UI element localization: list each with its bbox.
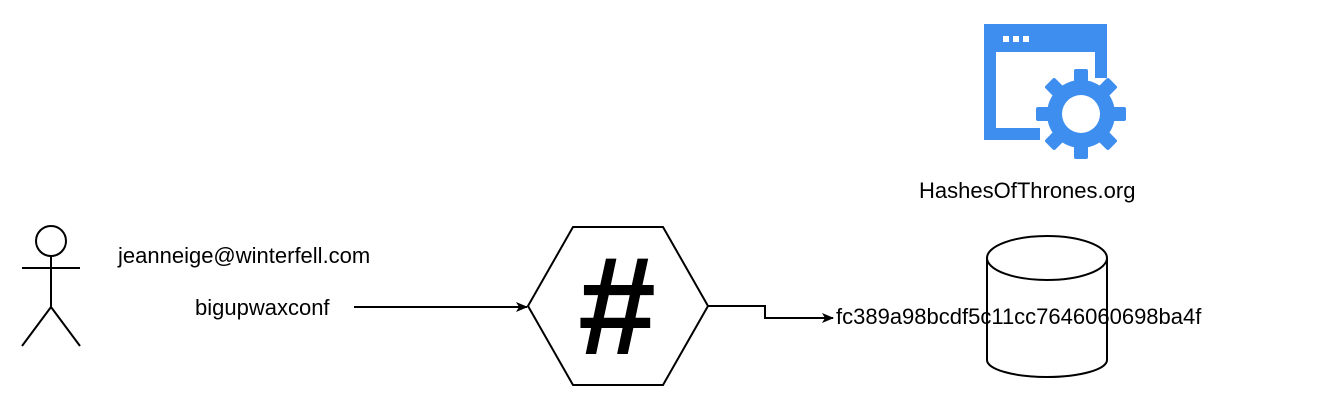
user-stick-figure-icon — [21, 225, 81, 347]
hash-function-hexagon — [526, 226, 710, 386]
database-cylinder-icon — [986, 235, 1108, 378]
hash-output-label: fc389a98bcdf5c11cc7646060698ba4f — [836, 304, 1202, 329]
password-label: bigupwaxconf — [195, 295, 330, 320]
email-label: jeanneige@winterfell.com — [118, 243, 371, 268]
hash-symbol: # — [578, 227, 656, 384]
app-settings-icon — [984, 24, 1126, 159]
website-name-label: HashesOfThrones.org — [919, 178, 1136, 203]
output-arrow — [708, 305, 834, 323]
gear-icon — [1036, 69, 1126, 159]
